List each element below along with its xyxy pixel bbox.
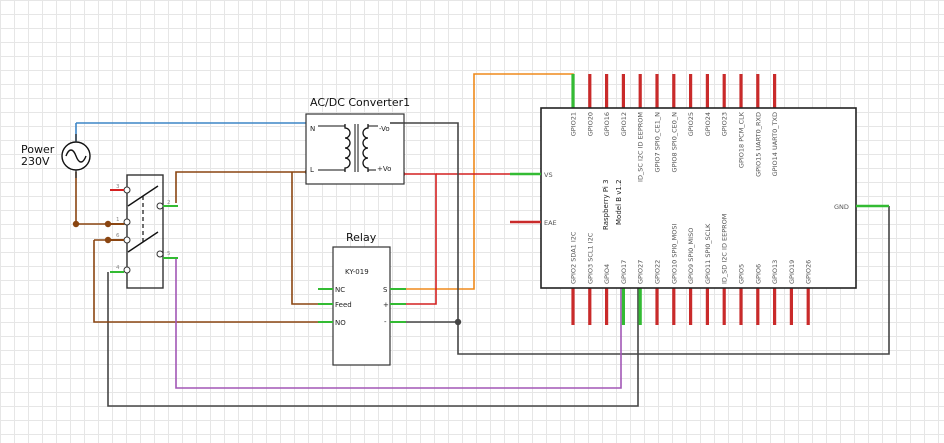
rpi-bottom-pin-label: GPIO3 SCL1 I2C	[586, 232, 594, 284]
relay-module[interactable]: Relay KY-019 NC Feed NO S + -	[318, 231, 406, 366]
transformer-primary-icon	[344, 124, 351, 172]
switch-pin-label: 2	[167, 200, 171, 206]
switch-contact	[123, 186, 131, 194]
switch-contact	[156, 250, 164, 258]
junction-dot	[454, 318, 462, 326]
wire-gnd	[390, 122, 890, 355]
sine-wave-icon	[65, 149, 87, 163]
wire-line-feed	[291, 172, 333, 305]
converter-pin-vo-pos: +Vo	[377, 165, 391, 173]
relay-pin-plus: +	[383, 301, 389, 309]
switch-pin-label: 4	[116, 265, 120, 271]
rpi-label-line2: Model B v1.2	[615, 179, 623, 225]
switch-pin-label: 3	[116, 184, 120, 190]
rpi-top-pin-label: GPIO8 SPI0_CE0_N	[670, 112, 678, 173]
rpi-pin-vs: VS	[544, 171, 553, 179]
rpi-bottom-pin-label: GPIO2 SDA1 I2C	[570, 231, 578, 284]
rpi-bottom-pin-label: GPIO17	[620, 260, 628, 284]
rpi-bottom-pin-labels: GPIO2 SDA1 I2C GPIO3 SCL1 I2C GPIO4 GPIO17 G…	[570, 214, 813, 284]
converter-pin-vo-neg: -Vo	[379, 125, 390, 133]
rpi-bottom-pin-label: GPIO19	[788, 260, 796, 284]
switch-contact	[123, 236, 131, 244]
relay-model: KY-019	[345, 268, 369, 276]
rpi-bottom-pin-label: GPIO27	[637, 260, 645, 284]
junction-dot	[72, 220, 80, 228]
power-voltage: 230V	[21, 155, 50, 168]
rpi-top-pin-label: GPIO7 SPI0_CE1_N	[654, 112, 662, 173]
switch-pin-label: 5	[167, 251, 171, 257]
power-title: Power	[21, 143, 55, 156]
transformer-secondary-icon	[362, 124, 369, 172]
rpi-top-pin-label: ID_SC I2C ID EEPROM	[637, 112, 645, 182]
switch-body	[126, 174, 164, 289]
rpi-bottom-pin-label: GPIO26	[805, 260, 813, 284]
relay-pin-minus: -	[384, 318, 387, 326]
rpi-bottom-pin-label: ID_SD I2C ID EEPROM	[721, 214, 729, 284]
rpi-bottom-pin-label: GPIO22	[654, 260, 662, 284]
rpi-pin-gnd: GND	[834, 203, 849, 211]
rpi-top-pin-label: GPIO25	[687, 112, 695, 136]
switch-contact	[123, 218, 131, 226]
rpi-bottom-pin-label: GPIO4	[603, 264, 611, 284]
relay-pin-s: S	[383, 286, 388, 294]
rpi-top-pin-headers	[571, 74, 777, 108]
converter-title: AC/DC Converter1	[310, 96, 410, 109]
rpi-top-pin-label: GPIO15 UART0_RXD	[754, 112, 762, 177]
rpi-bottom-pin-label: GPIO6	[754, 264, 762, 284]
rpi-top-pin-label: GPIO20	[586, 112, 594, 136]
switch-contact	[123, 266, 131, 274]
acdc-converter[interactable]: AC/DC Converter1 N L -Vo +Vo	[305, 96, 410, 185]
wire-switch-gpio27	[107, 272, 639, 407]
dpdt-switch[interactable]: 3 1 6 4 2 5	[110, 174, 178, 289]
rpi-top-pin-label: GPIO23	[721, 112, 729, 136]
rpi-bottom-pin-label: GPIO5	[738, 264, 746, 284]
junctions	[72, 168, 462, 326]
converter-pin-n: N	[310, 125, 315, 133]
rpi-pin-eae: EAE	[544, 219, 557, 227]
switch-pin-label: 1	[116, 217, 120, 223]
rpi-bottom-pin-label: GPIO10 SPI0_MOSI	[670, 223, 678, 284]
rpi-top-pin-label: GPIO14 UART0_TXD	[771, 112, 779, 176]
rpi-top-pin-label: GPIO24	[704, 112, 712, 136]
switch-contact	[156, 202, 164, 210]
rpi-top-pin-labels: GPIO21 GPIO20 GPIO16 GPIO12 ID_SC I2C ID EEP…	[570, 111, 780, 182]
rpi-bottom-pin-label: GPIO13	[771, 260, 779, 284]
wire-5v	[392, 173, 437, 305]
relay-title: Relay	[346, 231, 377, 244]
converter-pin-l: L	[310, 166, 314, 174]
raspberry-pi[interactable]: VS EAE GND GPIO21 GPIO20 GPIO16 GPIO12 ID_SC…	[510, 74, 889, 325]
rpi-top-pin-label: GPIO21	[570, 112, 578, 136]
wire-line-converter	[175, 171, 306, 203]
rpi-top-pin-label: GPIO12	[620, 112, 628, 136]
power-source[interactable]: Power 230V	[21, 134, 91, 178]
rpi-bottom-pin-headers	[571, 288, 810, 325]
relay-pin-no: NO	[335, 319, 346, 327]
relay-pin-feed: Feed	[335, 301, 352, 309]
rpi-body	[540, 107, 857, 289]
wire-line-no	[93, 240, 333, 323]
rpi-top-pin-label: GPIO18 PCM_CLK	[738, 111, 746, 168]
relay-pin-nc: NC	[335, 286, 345, 294]
relay-body	[332, 246, 391, 366]
junction-dot	[104, 220, 112, 228]
switch-pin-label: 6	[116, 233, 120, 239]
junction-dot	[104, 236, 112, 244]
rpi-label-line1: Raspberry Pi 3	[602, 179, 610, 230]
rpi-bottom-pin-label: GPIO11 SPI0_SCLK	[704, 223, 712, 284]
rpi-top-pin-label: GPIO16	[603, 112, 611, 136]
rpi-bottom-pin-label: GPIO9 SPI0_MISO	[687, 228, 695, 284]
